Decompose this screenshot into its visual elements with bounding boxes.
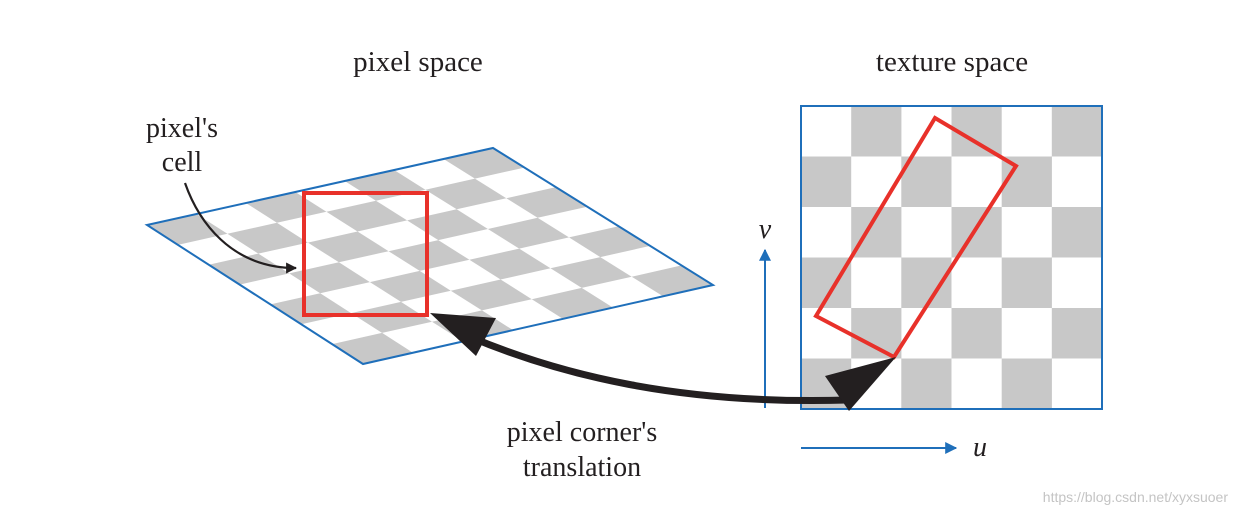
pixel-space-checker-cell xyxy=(443,148,525,179)
pixel-space-checker-cell xyxy=(326,200,408,232)
texture-space-checker-cell xyxy=(951,207,1002,258)
pixel-space-checker-cell xyxy=(569,226,651,258)
pixel-space-checker-cell xyxy=(531,287,613,319)
texture-space-checker-cell xyxy=(901,257,952,308)
pixel-space-checker-cell xyxy=(487,217,569,249)
translation-curve xyxy=(466,332,849,404)
watermark: https://blog.csdn.net/xyxsuoer xyxy=(1043,489,1229,505)
pixel-space-title: pixel space xyxy=(353,46,483,78)
texture-space-checker-cell xyxy=(1001,257,1052,308)
texture-space-title: texture space xyxy=(876,46,1028,78)
pixel-space-checker-cell xyxy=(332,332,413,364)
pixel-space-checker-cell xyxy=(270,293,352,325)
pixel-space-checker-cell xyxy=(344,170,426,201)
translation-arrowhead-pixel xyxy=(430,313,496,356)
pixel-space-checker-cell xyxy=(369,270,451,302)
texture-space-checker-cell xyxy=(1051,106,1102,157)
texture-space-checker-cell xyxy=(901,156,952,207)
pixel-space-checker-cell xyxy=(407,209,488,241)
texture-space-checker-cell xyxy=(951,308,1002,359)
texture-space-checker-cell xyxy=(851,308,902,359)
pixel-cell-label-line2: cell xyxy=(162,147,203,178)
pixel-space-checker-cell xyxy=(550,257,632,288)
pixel-space-outline xyxy=(144,146,716,366)
pixel-cell-highlight xyxy=(302,191,429,317)
translation-arrowhead-texture xyxy=(825,357,896,411)
pixel-cell-label-line1: pixel's xyxy=(146,113,218,144)
pixel-space-checker-cell xyxy=(307,231,389,263)
pixel-space-checker-cell xyxy=(469,248,551,280)
texture-space-checker-cell xyxy=(1001,358,1052,409)
pixel-space-checker-cell xyxy=(147,214,228,245)
pixel-space-checker-cell xyxy=(289,262,370,294)
texture-space-checker-cell xyxy=(801,156,852,207)
pixel-space-checker-cell xyxy=(425,178,507,210)
texture-space-checker-cell xyxy=(851,106,902,157)
texture-space-checker-cell xyxy=(1051,207,1102,258)
pixel-space-checker-cell xyxy=(227,222,308,254)
texture-space-checker-cell xyxy=(1001,156,1052,207)
texture-space-checkerboard xyxy=(801,106,1102,409)
pixel-space-checkerboard xyxy=(147,148,713,364)
pixel-space-checker-cell xyxy=(631,265,713,297)
pixel-space-checker-cell xyxy=(351,301,432,333)
pixel-space-checker-cell xyxy=(245,192,327,223)
texture-space-checker-cell xyxy=(1051,308,1102,359)
texture-space-outline xyxy=(800,105,1103,410)
pixel-cell-pointer-arrow xyxy=(183,182,298,274)
corner-translation-label-line1: pixel corner's xyxy=(507,417,657,448)
texture-footprint-highlight xyxy=(813,115,1019,360)
v-axis-label: v xyxy=(759,214,772,245)
texture-space-checker-cell xyxy=(901,358,952,409)
pixel-space-checker-cell xyxy=(506,187,588,218)
corner-translation-label-line2: translation xyxy=(523,452,641,483)
u-axis-label: u xyxy=(973,432,987,463)
pixel-space-checker-cell xyxy=(450,279,532,311)
